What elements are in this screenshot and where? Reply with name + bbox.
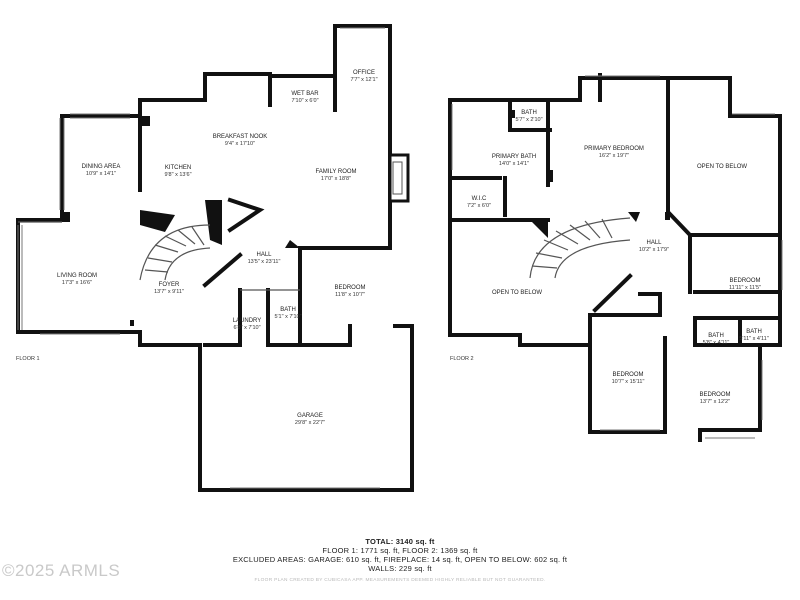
svg-text:LAUNDRY: LAUNDRY: [233, 318, 262, 324]
svg-text:13'5" x 23'11": 13'5" x 23'11": [248, 259, 281, 265]
svg-text:BATH: BATH: [708, 333, 724, 339]
svg-text:BATH: BATH: [746, 329, 762, 335]
svg-text:OFFICE: OFFICE: [353, 70, 375, 76]
svg-text:W.I.C: W.I.C: [472, 196, 487, 202]
svg-text:BATH: BATH: [521, 110, 537, 116]
svg-text:13'7" x 9'11": 13'7" x 9'11": [154, 289, 184, 295]
floor-2-label: FLOOR 2: [450, 356, 474, 362]
svg-text:GARAGE: GARAGE: [297, 413, 323, 419]
total-area: TOTAL: 3140 sq. ft: [365, 537, 435, 546]
svg-text:BEDROOM: BEDROOM: [699, 392, 730, 398]
svg-text:KITCHEN: KITCHEN: [165, 165, 191, 171]
room-open-to-below-2: OPEN TO BELOW: [492, 290, 542, 296]
svg-text:HALL: HALL: [646, 240, 662, 246]
svg-text:BREAKFAST NOOK: BREAKFAST NOOK: [213, 134, 268, 140]
excluded-areas: EXCLUDED AREAS: GARAGE: 610 sq. ft, FIRE…: [232, 555, 568, 564]
svg-text:11'8" x 10'7": 11'8" x 10'7": [335, 292, 365, 298]
svg-text:10'2" x 17'9": 10'2" x 17'9": [639, 247, 669, 253]
svg-text:BATH: BATH: [280, 307, 296, 313]
svg-text:17'0" x 18'8": 17'0" x 18'8": [321, 176, 351, 182]
svg-text:11'11" x 11'5": 11'11" x 11'5": [729, 285, 761, 291]
svg-text:16'2" x 19'7": 16'2" x 19'7": [599, 153, 629, 159]
svg-text:29'8" x 22'7": 29'8" x 22'7": [295, 420, 325, 426]
svg-text:LIVING ROOM: LIVING ROOM: [57, 273, 97, 279]
svg-text:7'10" x 6'0": 7'10" x 6'0": [291, 98, 318, 104]
svg-text:10'9" x 14'1": 10'9" x 14'1": [86, 171, 116, 177]
floor-areas: FLOOR 1: 1771 sq. ft, FLOOR 2: 1369 sq. …: [322, 546, 478, 555]
svg-text:OPEN TO BELOW: OPEN TO BELOW: [697, 164, 747, 170]
svg-text:5'1" x 7'10": 5'1" x 7'10": [274, 314, 301, 320]
svg-text:5'8" x 4'11": 5'8" x 4'11": [703, 340, 730, 346]
svg-text:DINING AREA: DINING AREA: [82, 164, 121, 170]
svg-text:9'8" x 13'6": 9'8" x 13'6": [164, 172, 191, 178]
svg-text:PRIMARY BEDROOM: PRIMARY BEDROOM: [584, 146, 644, 152]
room-wic: W.I.C7'2" x 6'0": [467, 196, 491, 209]
credit-text: FLOOR PLAN CREATED BY CUBICASA APP. MEAS…: [254, 578, 546, 583]
svg-text:OPEN TO BELOW: OPEN TO BELOW: [492, 290, 542, 296]
svg-text:7'7" x 12'1": 7'7" x 12'1": [350, 77, 377, 83]
svg-text:WET BAR: WET BAR: [291, 91, 319, 97]
svg-text:13'7" x 12'2": 13'7" x 12'2": [700, 399, 730, 405]
svg-text:17'3" x 16'6": 17'3" x 16'6": [62, 280, 92, 286]
floor-1-label: FLOOR 1: [16, 356, 40, 362]
svg-text:9'4" x 17'10": 9'4" x 17'10": [225, 141, 255, 147]
watermark-logo: ©2025 ARMLS: [2, 561, 121, 580]
svg-text:PRIMARY BATH: PRIMARY BATH: [492, 154, 536, 160]
floor-2-plan: [448, 73, 783, 442]
svg-text:BEDROOM: BEDROOM: [729, 278, 760, 284]
svg-text:FAMILY ROOM: FAMILY ROOM: [315, 169, 356, 175]
svg-text:BEDROOM: BEDROOM: [334, 285, 365, 291]
svg-text:HALL: HALL: [256, 252, 272, 258]
svg-text:7'2" x 6'0": 7'2" x 6'0": [467, 203, 491, 209]
svg-text:BEDROOM: BEDROOM: [612, 372, 643, 378]
svg-text:5'7" x 2'10": 5'7" x 2'10": [515, 117, 542, 123]
svg-text:10'7" x 15'11": 10'7" x 15'11": [612, 379, 645, 385]
svg-text:14'0" x 14'1": 14'0" x 14'1": [499, 161, 529, 167]
svg-text:FOYER: FOYER: [159, 282, 180, 288]
walls-area: WALLS: 229 sq. ft: [368, 564, 432, 573]
floor-1-plan: [16, 24, 414, 492]
svg-text:5'11" x 4'11": 5'11" x 4'11": [739, 336, 768, 342]
room-open-to-below-1: OPEN TO BELOW: [697, 164, 747, 170]
svg-text:6'8" x 7'10": 6'8" x 7'10": [233, 325, 260, 331]
